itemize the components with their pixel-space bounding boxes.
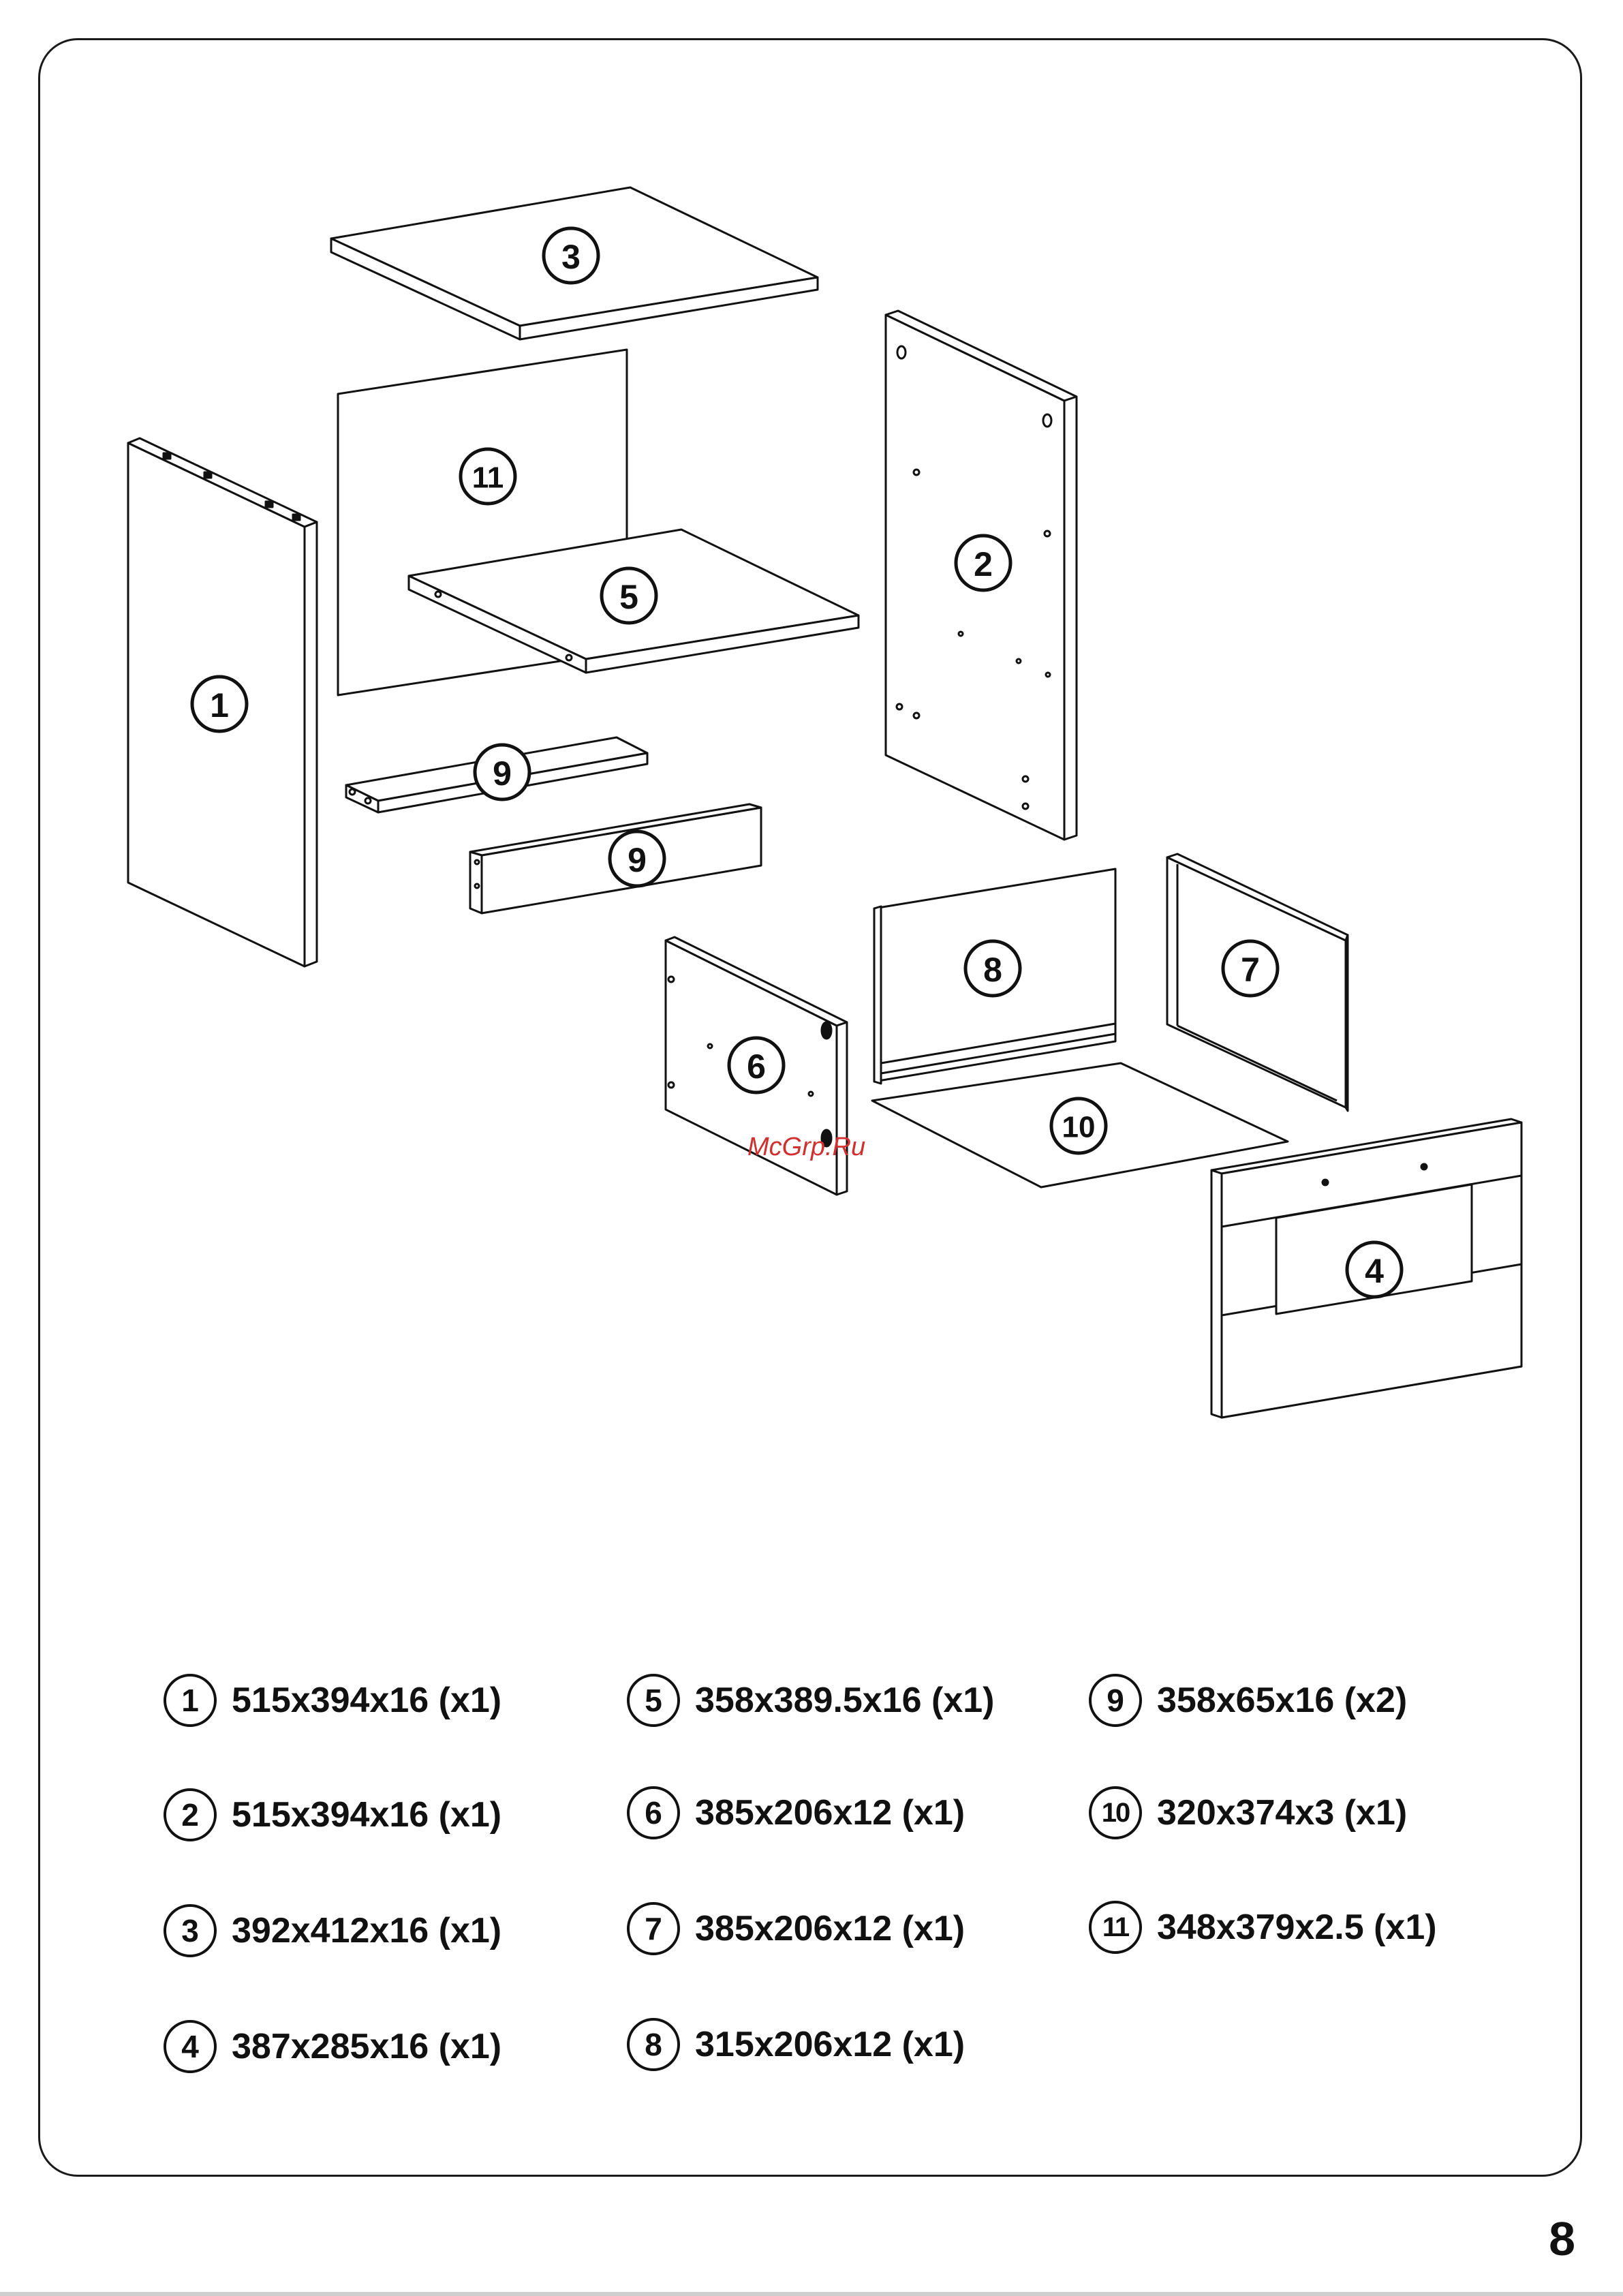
parts-list: 1 515x394x16 (x1) 2 515x394x16 (x1) 3 39…	[164, 1670, 1499, 2147]
part-entry-9: 9 358x65x16 (x2)	[1089, 1670, 1407, 1731]
part-dimensions: 320x374x3 (x1)	[1157, 1792, 1407, 1833]
callout-8: 8	[983, 951, 1002, 989]
part-number-badge: 5	[627, 1674, 680, 1727]
callout-10: 10	[1062, 1111, 1096, 1144]
part-entry-7: 7 385x206x12 (x1)	[627, 1898, 965, 1959]
callout-9b: 9	[628, 841, 647, 879]
part-number-badge: 2	[164, 1788, 217, 1841]
part-dimensions: 515x394x16 (x1)	[232, 1680, 501, 1721]
part-number-badge: 6	[627, 1786, 680, 1839]
part-entry-10: 10 320x374x3 (x1)	[1089, 1782, 1407, 1843]
part-dimensions: 315x206x12 (x1)	[695, 2024, 965, 2065]
part-dimensions: 392x412x16 (x1)	[232, 1910, 501, 1951]
part-entry-4: 4 387x285x16 (x1)	[164, 2016, 501, 2077]
part-number-badge: 3	[164, 1904, 217, 1957]
callout-4: 4	[1365, 1252, 1384, 1290]
callout-6: 6	[747, 1047, 766, 1086]
part-number-badge: 10	[1089, 1786, 1142, 1839]
callout-2: 2	[974, 545, 993, 583]
part-dimensions: 358x389.5x16 (x1)	[695, 1680, 995, 1721]
part-dimensions: 348x379x2.5 (x1)	[1157, 1907, 1437, 1948]
callout-3: 3	[561, 238, 581, 276]
callout-1: 1	[210, 686, 229, 724]
callout-11: 11	[472, 461, 504, 495]
part-number-badge: 1	[164, 1674, 217, 1727]
part-dimensions: 515x394x16 (x1)	[232, 1794, 501, 1835]
bottom-rule	[0, 2292, 1623, 2296]
part-entry-5: 5 358x389.5x16 (x1)	[627, 1670, 995, 1731]
part-number-badge: 11	[1089, 1901, 1142, 1954]
part-number-badge: 9	[1089, 1674, 1142, 1727]
callout-7: 7	[1241, 951, 1260, 989]
page-number: 8	[1549, 2211, 1575, 2266]
part-number-badge: 7	[627, 1902, 680, 1955]
part-entry-6: 6 385x206x12 (x1)	[627, 1782, 965, 1843]
callout-5: 5	[619, 578, 638, 616]
callout-9a: 9	[493, 754, 512, 793]
part-dimensions: 358x65x16 (x2)	[1157, 1680, 1407, 1721]
part-dimensions: 385x206x12 (x1)	[695, 1792, 965, 1833]
part-entry-8: 8 315x206x12 (x1)	[627, 2014, 965, 2075]
part-dimensions: 385x206x12 (x1)	[695, 1908, 965, 1949]
part-entry-11: 11 348x379x2.5 (x1)	[1089, 1897, 1437, 1958]
watermark: McGrp.Ru	[747, 1133, 865, 1161]
exploded-assembly-diagram: 3 11 5 1 2 9 9 8 7 6 10 4 McGrp.Ru	[0, 0, 1623, 1499]
part-entry-2: 2 515x394x16 (x1)	[164, 1784, 501, 1846]
part-number-badge: 4	[164, 2020, 217, 2073]
part-number-badge: 8	[627, 2018, 680, 2071]
part-entry-3: 3 392x412x16 (x1)	[164, 1900, 501, 1961]
part-entry-1: 1 515x394x16 (x1)	[164, 1670, 501, 1731]
part-dimensions: 387x285x16 (x1)	[232, 2026, 501, 2067]
